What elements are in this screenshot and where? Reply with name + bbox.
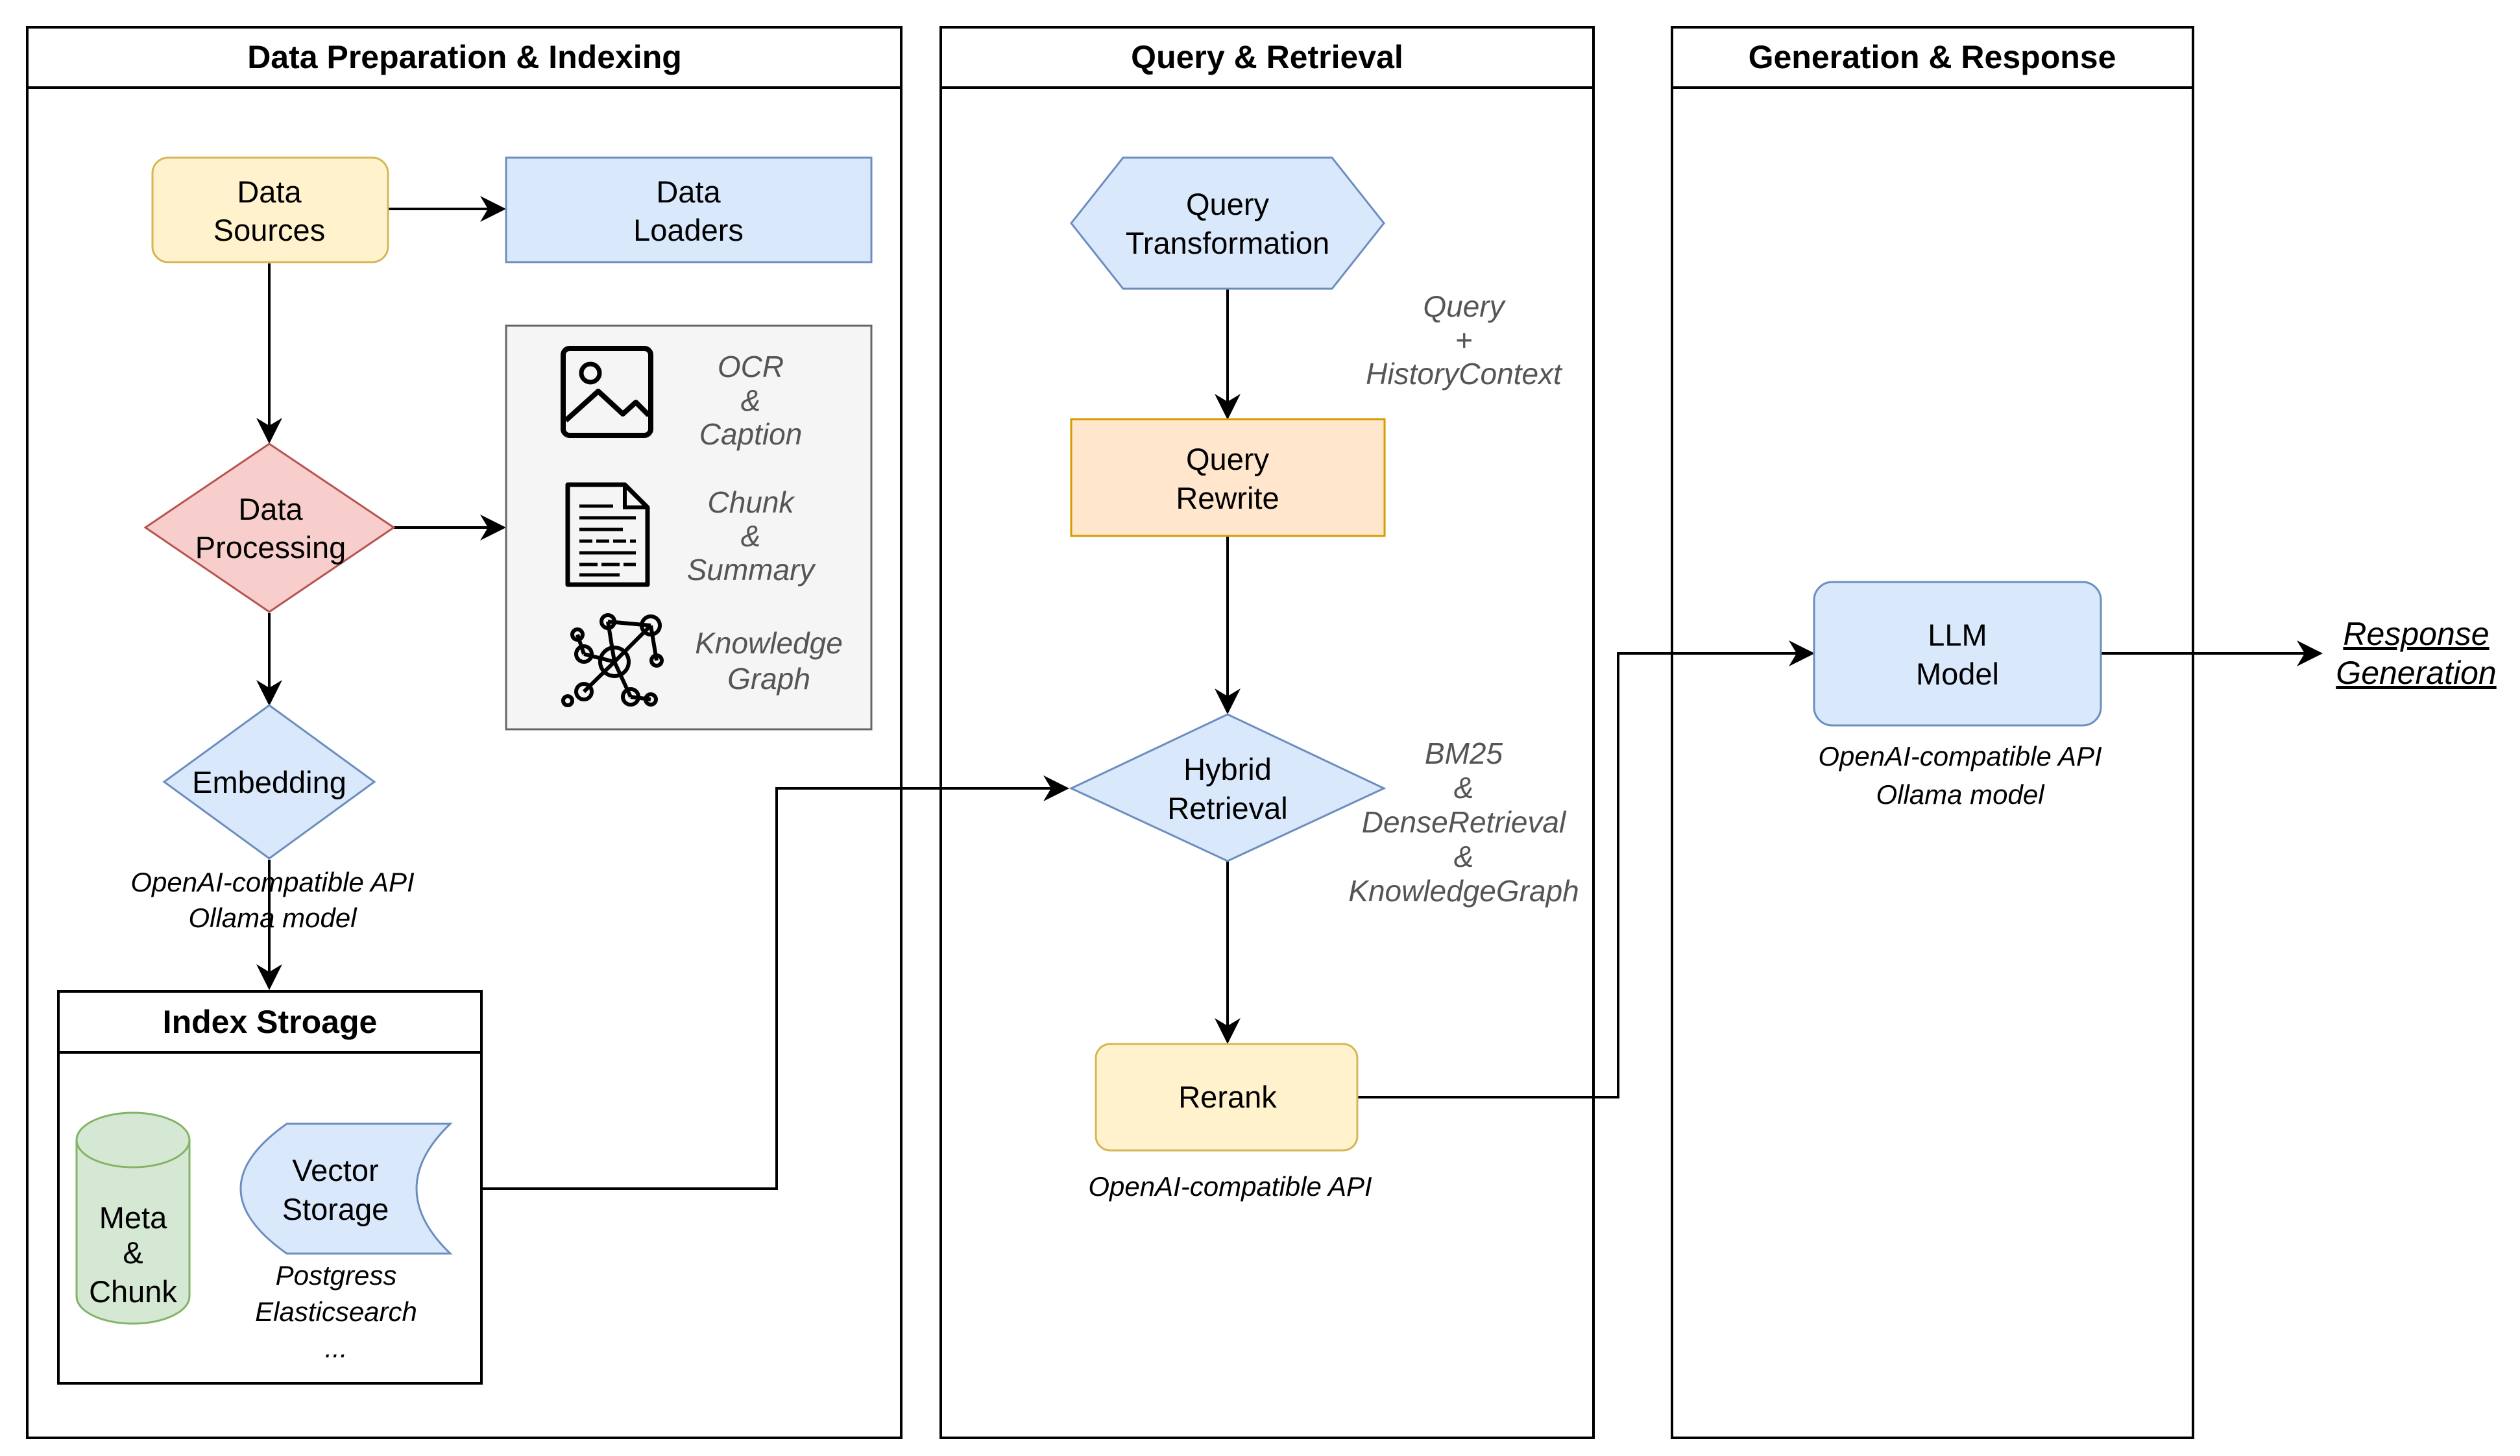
node-hybrid-retrieval: Hybrid Retrieval: [1069, 713, 1387, 862]
svg-text:Query: Query: [1186, 187, 1269, 221]
svg-text:Ollama model: Ollama model: [1876, 779, 2045, 810]
panel-title-index: Index Stroage: [163, 1004, 378, 1040]
svg-text:Meta: Meta: [99, 1200, 167, 1235]
node-meta-chunk: Meta & Chunk: [75, 1111, 191, 1325]
edge-vector-to-hybrid: [481, 775, 1069, 1190]
panel-generation-response: Generation & Response: [1671, 26, 2194, 1439]
node-data-processing: Data Processing: [143, 443, 396, 613]
svg-text:Chunk: Chunk: [708, 485, 795, 519]
svg-text:Processing: Processing: [195, 530, 346, 564]
svg-text:Knowledge: Knowledge: [695, 626, 843, 660]
note-query-context: Query + HistoryContext: [1366, 289, 1563, 391]
svg-text:BM25: BM25: [1425, 736, 1503, 770]
svg-text:Chunk: Chunk: [89, 1274, 177, 1309]
node-llm-model: LLM Model: [1813, 581, 2102, 727]
svg-text:Loaders: Loaders: [633, 213, 744, 247]
svg-text:Response[interactable]: Response: [2343, 616, 2489, 652]
node-vector-storage: Vector Storage: [239, 1122, 453, 1255]
document-icon: [565, 482, 650, 587]
node-data-sources: Data Sources: [151, 156, 389, 263]
note-embedding: OpenAI-compatible API Ollama model: [130, 867, 415, 933]
svg-text:...: ...: [324, 1333, 347, 1363]
svg-text:Ollama model: Ollama model: [188, 903, 357, 933]
svg-text:OpenAI-compatible API: OpenAI-compatible API: [1088, 1171, 1372, 1202]
svg-text:Storage: Storage: [282, 1192, 389, 1226]
svg-text:Rewrite: Rewrite: [1176, 481, 1279, 515]
svg-text:&: &: [741, 383, 761, 417]
edge-rerank-to-llm: [1357, 640, 1815, 1098]
svg-text:Retrieval: Retrieval: [1167, 791, 1287, 825]
image-icon: [561, 346, 653, 438]
node-data-loaders: Data Loaders: [505, 156, 873, 263]
svg-text:Sources: Sources: [213, 213, 325, 247]
svg-text:Query: Query: [1423, 289, 1506, 323]
svg-text:Data: Data: [237, 175, 302, 209]
svg-text:Data: Data: [238, 492, 303, 526]
note-llm: OpenAI-compatible API Ollama model: [1818, 741, 2102, 810]
svg-text:LLM: LLM: [1928, 618, 1987, 652]
svg-text:Rerank: Rerank: [1178, 1080, 1277, 1114]
svg-text:&: &: [1454, 771, 1474, 805]
svg-text:HistoryContext: HistoryContext: [1366, 357, 1563, 391]
panel-index-storage: Index Stroage Meta & Chunk Vector Storag…: [57, 990, 483, 1385]
svg-text:Caption: Caption: [699, 417, 803, 451]
response-generation-link[interactable]: Response Generation: [2336, 616, 2496, 691]
svg-text:OpenAI-compatible API: OpenAI-compatible API: [130, 867, 415, 897]
svg-text:Hybrid: Hybrid: [1183, 752, 1272, 786]
knowledge-graph-icon: [561, 613, 664, 707]
svg-text:Graph: Graph: [727, 662, 810, 696]
svg-text:Postgress: Postgress: [276, 1260, 397, 1291]
note-retrieval-methods: BM25 & DenseRetrieval & KnowledgeGraph: [1348, 736, 1579, 908]
edges: [256, 196, 2323, 1190]
node-embedding: Embedding: [162, 704, 376, 860]
svg-text:+: +: [1455, 323, 1473, 357]
svg-text:Embedding: Embedding: [192, 765, 346, 799]
svg-text:Query: Query: [1186, 442, 1269, 476]
svg-text:KnowledgeGraph: KnowledgeGraph: [1348, 874, 1579, 908]
svg-text:&: &: [741, 519, 761, 553]
svg-text:Data: Data: [656, 175, 721, 209]
svg-text:Elasticsearch: Elasticsearch: [255, 1296, 417, 1327]
processing-tools-box: OCR & Caption Chunk & Summary: [505, 324, 873, 731]
svg-text:Vector: Vector: [292, 1153, 378, 1187]
node-rerank: Rerank: [1095, 1043, 1359, 1152]
svg-text:Summary: Summary: [687, 553, 817, 587]
svg-text:Generation[interactable]: Generation: [2336, 655, 2496, 691]
svg-text:&: &: [1454, 840, 1474, 873]
node-query-transformation: Query Transformation: [1070, 156, 1385, 290]
svg-text:Transformation: Transformation: [1126, 226, 1329, 260]
node-query-rewrite: Query Rewrite: [1070, 418, 1386, 537]
note-rerank: OpenAI-compatible API: [1088, 1171, 1372, 1202]
panel-title-prep: Data Preparation & Indexing: [247, 39, 682, 75]
svg-text:&: &: [123, 1235, 143, 1270]
svg-text:Model: Model: [1916, 657, 1999, 691]
panel-title-gen: Generation & Response: [1749, 39, 2116, 75]
note-vector-storage: Postgress Elasticsearch ...: [255, 1260, 417, 1363]
svg-text:OpenAI-compatible API: OpenAI-compatible API: [1818, 741, 2102, 771]
svg-text:DenseRetrieval: DenseRetrieval: [1362, 805, 1567, 839]
svg-text:OCR: OCR: [718, 350, 784, 383]
panel-title-query: Query & Retrieval: [1131, 39, 1403, 75]
